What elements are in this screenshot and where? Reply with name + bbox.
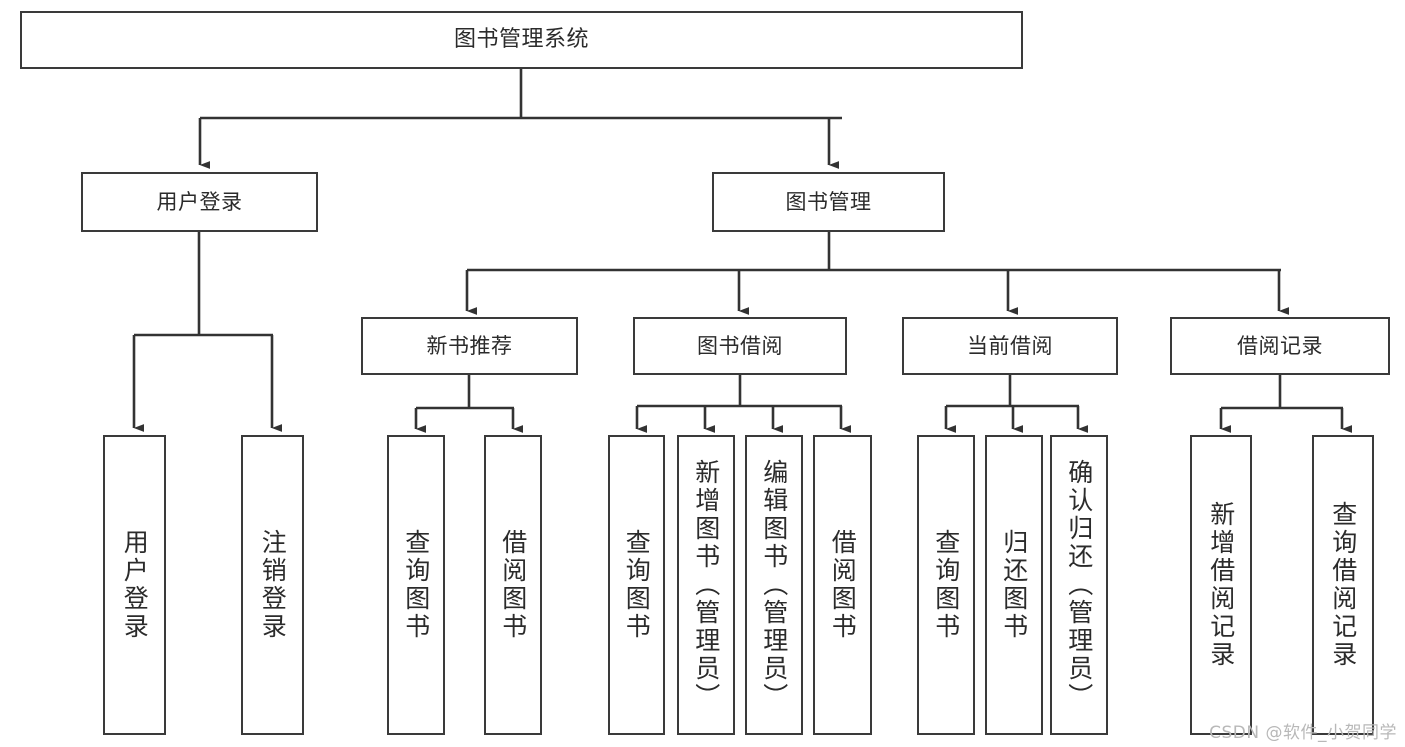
node-leaf-query-borrow-record-label: 查询借阅记录 <box>1328 501 1358 669</box>
node-leaf-query-book-3-label: 查询图书 <box>931 529 961 641</box>
node-leaf-add-book-admin-label: 新增图书（管理员） <box>691 459 721 711</box>
node-leaf-add-borrow-record[interactable]: 新增借阅记录 <box>1190 435 1252 735</box>
node-root-system-label: 图书管理系统 <box>453 27 589 53</box>
node-user-login-label: 用户登录 <box>156 189 243 214</box>
node-leaf-edit-book-admin-label: 编辑图书（管理员） <box>759 459 789 711</box>
node-leaf-return-book-label: 归还图书 <box>999 529 1029 641</box>
node-borrow-record-label: 借阅记录 <box>1237 333 1323 358</box>
node-borrow-record[interactable]: 借阅记录 <box>1170 317 1390 375</box>
node-leaf-borrow-book-2[interactable]: 借阅图书 <box>813 435 872 735</box>
node-root-system[interactable]: 图书管理系统 <box>20 11 1023 69</box>
node-new-book-recommend[interactable]: 新书推荐 <box>361 317 578 375</box>
node-leaf-query-book-2-label: 查询图书 <box>622 529 652 641</box>
node-leaf-logout-login-label: 注销登录 <box>258 529 288 641</box>
node-leaf-borrow-book-1[interactable]: 借阅图书 <box>484 435 542 735</box>
node-leaf-query-book-2[interactable]: 查询图书 <box>608 435 665 735</box>
node-leaf-query-book-3[interactable]: 查询图书 <box>917 435 975 735</box>
node-leaf-borrow-book-2-label: 借阅图书 <box>828 529 858 641</box>
csdn-watermark: CSDN @软件_小贺同学 <box>1209 723 1397 743</box>
node-book-borrow[interactable]: 图书借阅 <box>633 317 847 375</box>
node-new-book-recommend-label: 新书推荐 <box>426 333 513 358</box>
node-user-login[interactable]: 用户登录 <box>81 172 318 232</box>
node-leaf-borrow-book-1-label: 借阅图书 <box>498 529 528 641</box>
node-leaf-query-book-1-label: 查询图书 <box>401 529 431 641</box>
node-leaf-edit-book-admin[interactable]: 编辑图书（管理员） <box>745 435 803 735</box>
node-leaf-add-book-admin[interactable]: 新增图书（管理员） <box>677 435 735 735</box>
node-leaf-confirm-return-admin-label: 确认归还（管理员） <box>1064 459 1094 711</box>
node-current-borrow-label: 当前借阅 <box>967 333 1053 358</box>
node-leaf-return-book[interactable]: 归还图书 <box>985 435 1043 735</box>
node-current-borrow[interactable]: 当前借阅 <box>902 317 1118 375</box>
node-leaf-user-login-label: 用户登录 <box>120 529 150 641</box>
node-leaf-add-borrow-record-label: 新增借阅记录 <box>1206 501 1236 669</box>
node-book-management[interactable]: 图书管理 <box>712 172 945 232</box>
node-leaf-confirm-return-admin[interactable]: 确认归还（管理员） <box>1050 435 1108 735</box>
node-leaf-logout-login[interactable]: 注销登录 <box>241 435 304 735</box>
node-leaf-user-login[interactable]: 用户登录 <box>103 435 166 735</box>
node-leaf-query-book-1[interactable]: 查询图书 <box>387 435 445 735</box>
node-leaf-query-borrow-record[interactable]: 查询借阅记录 <box>1312 435 1374 735</box>
node-book-borrow-label: 图书借阅 <box>697 333 783 358</box>
node-book-management-label: 图书管理 <box>785 189 872 214</box>
